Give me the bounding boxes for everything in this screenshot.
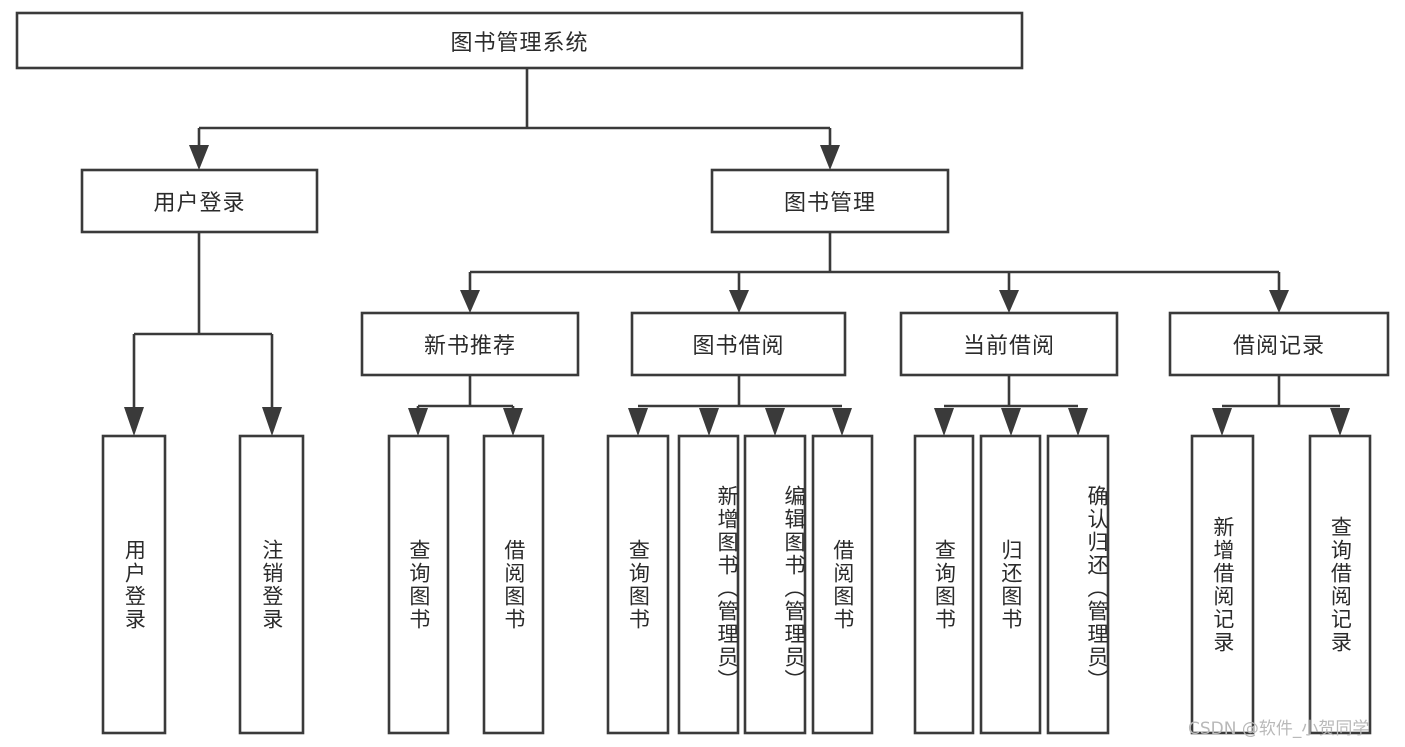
arrow-head-currentborrow-3 <box>1068 408 1088 436</box>
node-box-leaf-currentborrow-2[interactable] <box>979 434 1042 735</box>
node-box-book-borrow[interactable] <box>630 311 847 377</box>
node-box-leaf-bookborrow-3[interactable] <box>743 434 807 735</box>
arrow-head-currentborrow-2 <box>1001 408 1021 436</box>
node-box-current-borrow[interactable] <box>899 311 1119 377</box>
arrow-head-login <box>189 145 209 170</box>
node-box-leaf-bookborrow-2[interactable] <box>677 434 740 735</box>
arrow-head-currentborrow-1 <box>934 408 954 436</box>
node-box-leaf-user-login-2[interactable] <box>238 434 305 735</box>
node-box-leaf-currentborrow-3[interactable] <box>1046 434 1110 735</box>
node-box-borrow-record[interactable] <box>1168 311 1390 377</box>
node-box-leaf-borrowrecord-2[interactable] <box>1308 434 1372 735</box>
arrow-head-newbook-1 <box>408 408 428 436</box>
arrow-head-borrowrecord-2 <box>1330 408 1350 436</box>
arrow-head-bookmgmt-c1 <box>460 290 480 313</box>
node-box-leaf-user-login-1[interactable] <box>101 434 167 735</box>
node-box-root[interactable] <box>15 11 1024 70</box>
connector-group-borrow-record <box>1212 375 1350 436</box>
arrow-head-login-child1 <box>124 407 144 436</box>
node-box-user-login[interactable] <box>80 168 319 234</box>
arrow-head-bookborrow-4 <box>832 408 852 436</box>
arrow-head-bookmgmt-c3 <box>999 290 1019 313</box>
arrow-head-bookmgmt <box>820 145 840 170</box>
arrow-head-newbook-2 <box>503 408 523 436</box>
arrow-head-bookmgmt-c4 <box>1269 290 1289 313</box>
arrow-head-borrowrecord-1 <box>1212 408 1232 436</box>
arrow-head-bookmgmt-c2 <box>729 290 749 313</box>
node-box-leaf-bookborrow-4[interactable] <box>811 434 874 735</box>
arrow-head-bookborrow-2 <box>699 408 719 436</box>
arrow-head-bookborrow-1 <box>628 408 648 436</box>
node-box-leaf-newbook-1[interactable] <box>387 434 450 735</box>
node-box-leaf-currentborrow-1[interactable] <box>913 434 975 735</box>
connector-group-book-mgmt <box>460 232 1289 313</box>
node-box-leaf-newbook-2[interactable] <box>482 434 545 735</box>
node-box-book-management[interactable] <box>710 168 950 234</box>
connector-group-current-borrow <box>934 375 1088 436</box>
connector-group-user-login <box>124 232 282 436</box>
node-box-leaf-borrowrecord-1[interactable] <box>1190 434 1255 735</box>
connector-group-root <box>189 68 840 170</box>
arrow-head-login-child2 <box>262 407 282 436</box>
node-box-leaf-bookborrow-1[interactable] <box>606 434 670 735</box>
node-box-new-book-recommend[interactable] <box>360 311 580 377</box>
connector-group-new-book <box>408 375 523 436</box>
connector-group-book-borrow <box>628 375 852 436</box>
arrow-head-bookborrow-3 <box>765 408 785 436</box>
